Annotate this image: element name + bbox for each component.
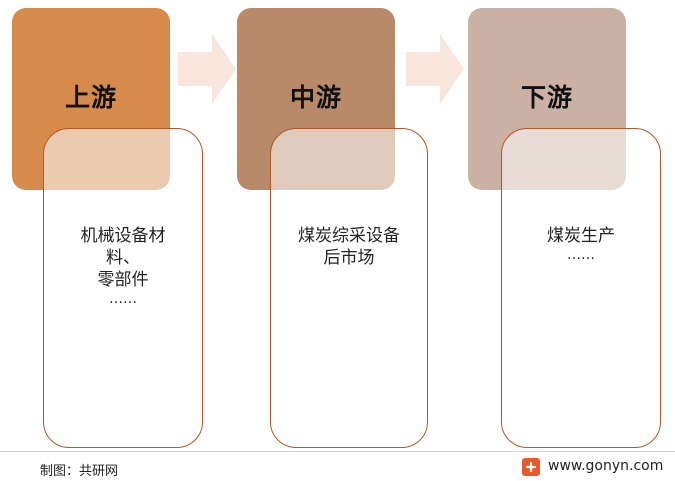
detail-ellipsis: …… [109,291,137,307]
detail-line: 零部件 [97,270,149,290]
footer-divider [0,451,675,452]
arrow-upstream-to-midstream [178,34,236,104]
detail-ellipsis: …… [567,247,595,263]
detail-line: 煤炭生产 [547,226,615,246]
detail-line: 煤炭综采设备 [298,226,400,246]
stage-title: 下游 [520,83,573,112]
stage-title: 上游 [64,83,117,112]
detail-line: 料、 [106,248,140,268]
detail-line: 机械设备材 [80,226,166,246]
detail-text: 煤炭综采设备 后市场 [275,225,423,269]
logo-mark [525,461,537,473]
detail-text: 机械设备材 料、 零部件 …… [48,225,198,307]
credit-text: 制图：共研网 [40,464,119,479]
gonyn-logo-icon [522,458,540,476]
stage-title: 中游 [289,83,342,112]
stage-detail-upstream: 机械设备材 料、 零部件 …… [43,128,203,448]
stage-detail-midstream: 煤炭综采设备 后市场 [270,128,428,448]
website-url: www.gonyn.com [548,458,664,474]
stage-detail-downstream: 煤炭生产 …… [501,128,661,448]
detail-line: 后市场 [323,248,375,268]
detail-text: 煤炭生产 …… [506,225,656,263]
arrow-shape [178,34,236,104]
arrow-shape [406,34,464,104]
arrow-midstream-to-downstream [406,34,464,104]
